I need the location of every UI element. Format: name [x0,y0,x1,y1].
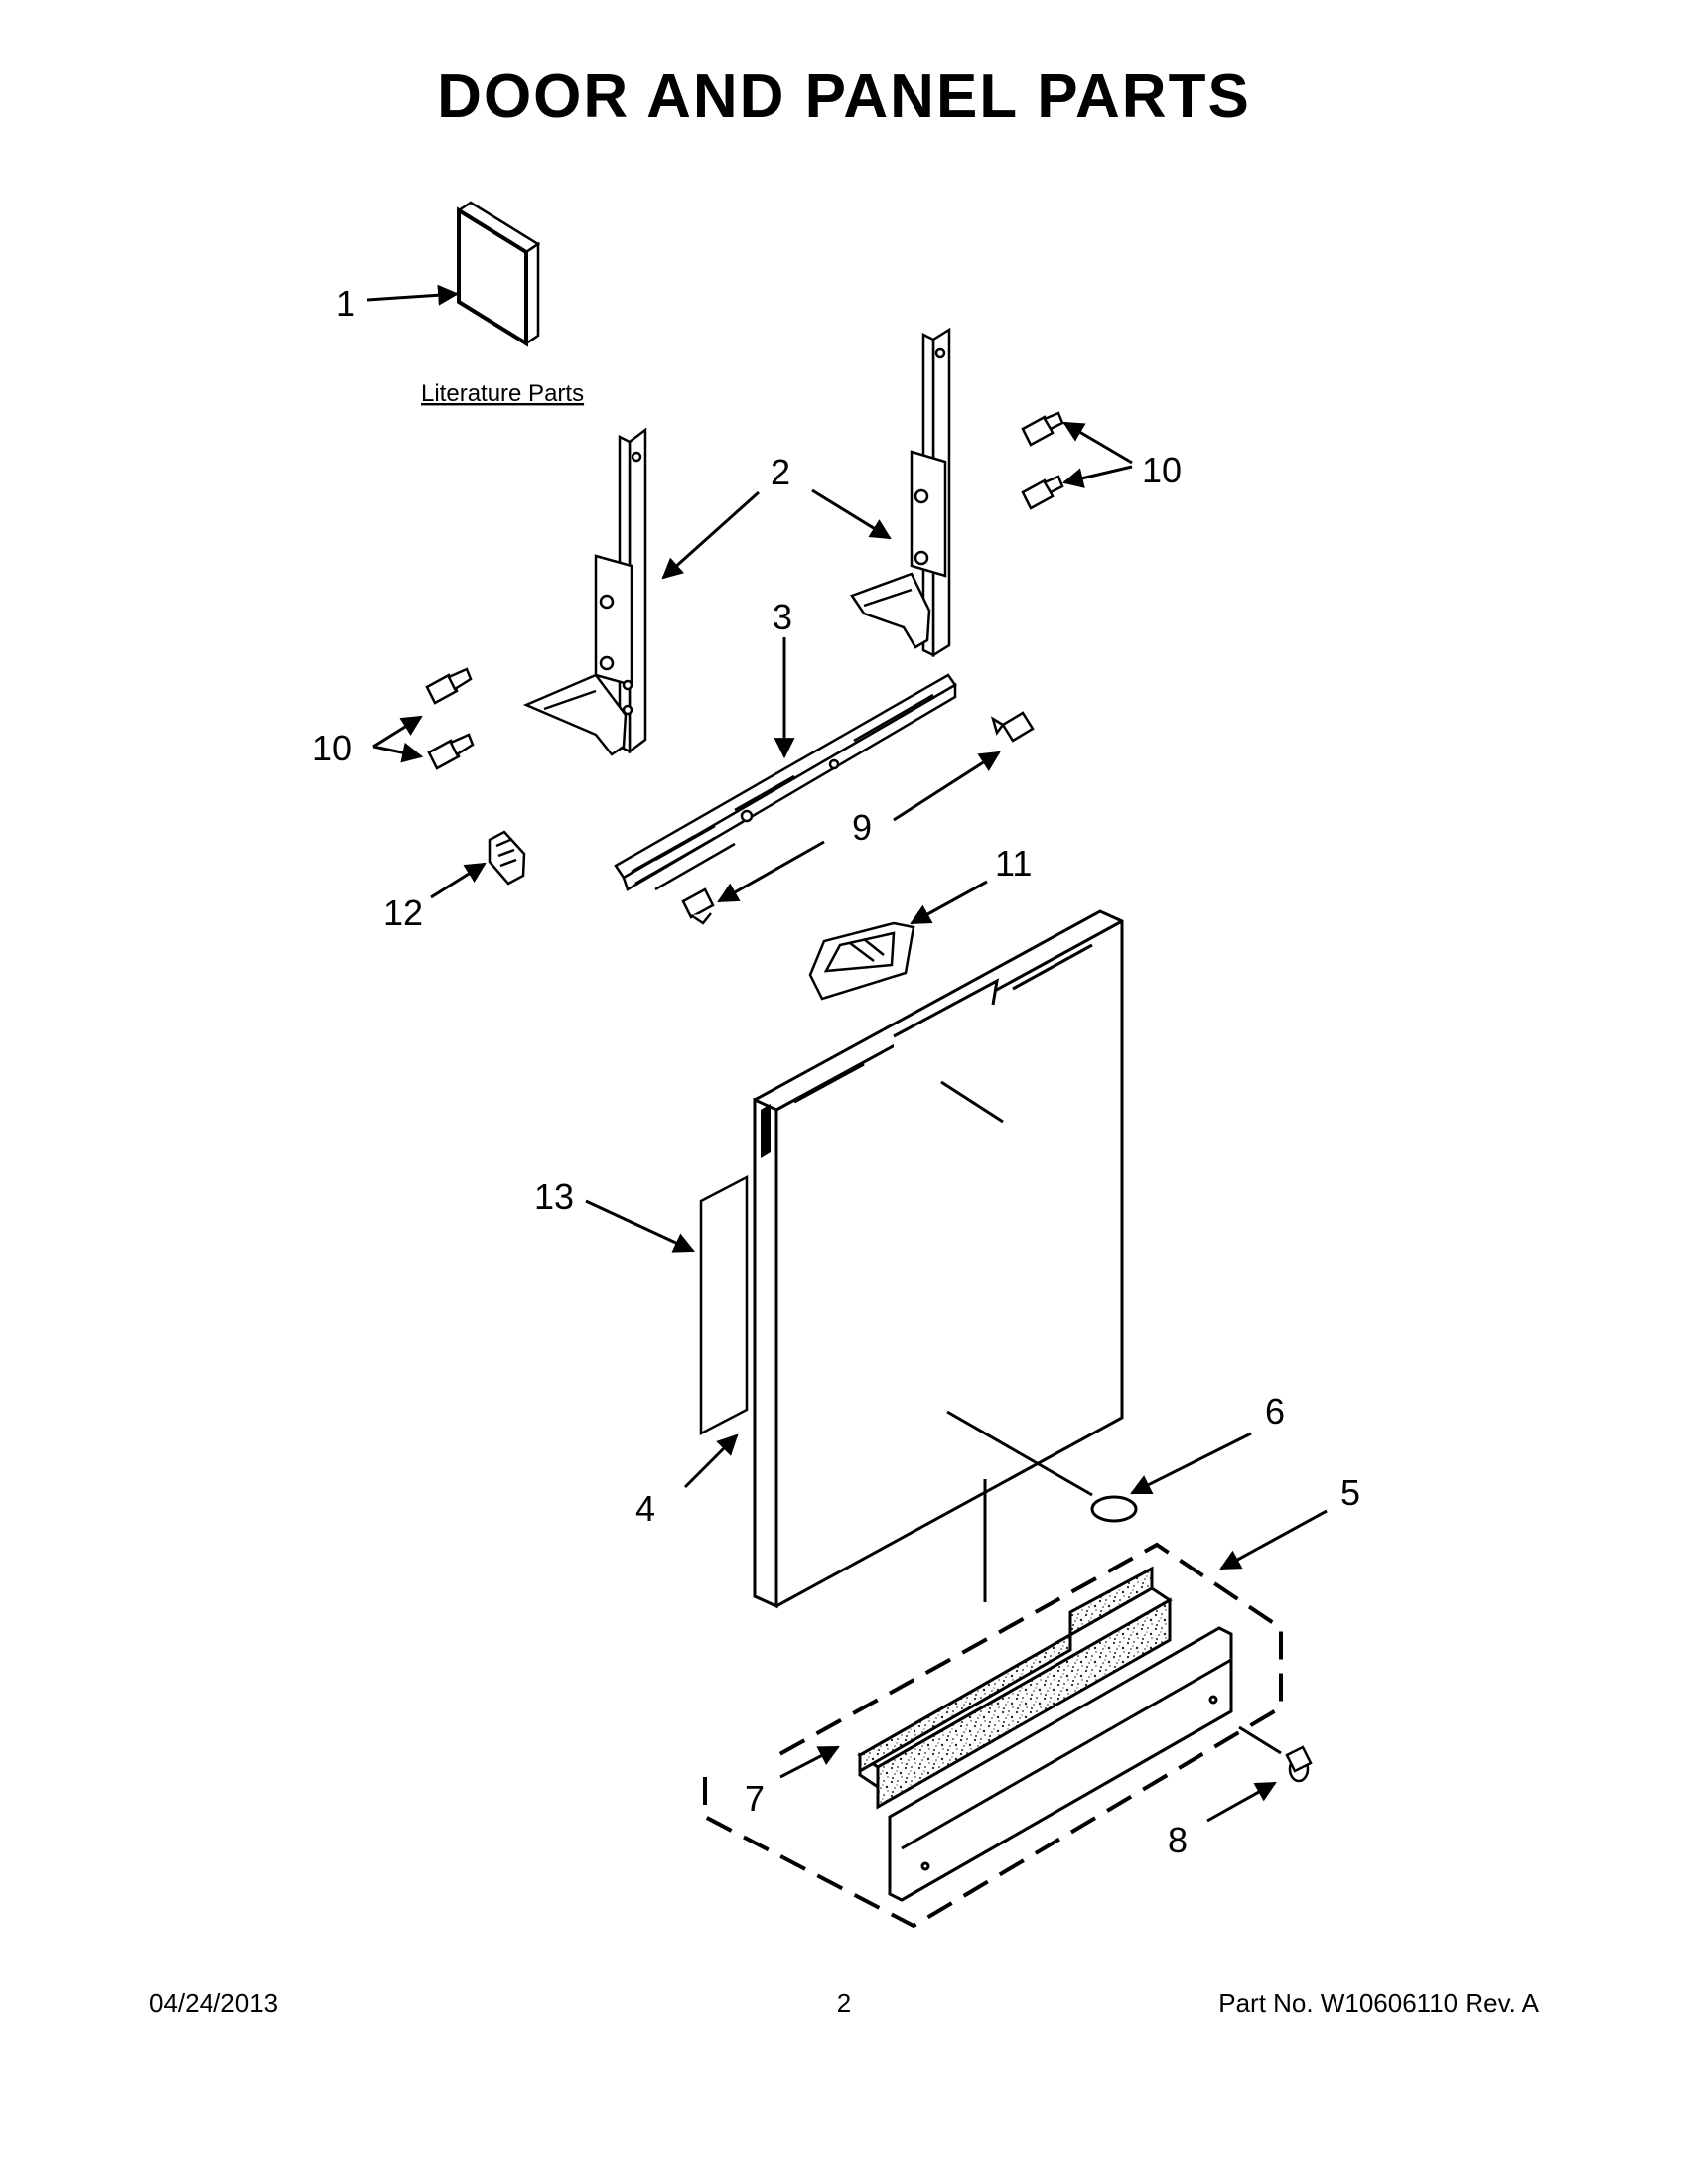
footer-page-number: 2 [836,1988,852,2018]
callout-13: 13 [534,1176,574,1217]
callout-3: 3 [773,597,792,637]
literature-booklet [456,201,541,347]
callout-6: 6 [1265,1391,1285,1432]
screw-right-lower [1021,475,1064,510]
door-plug [1090,1495,1138,1523]
callout-1: 1 [336,283,355,324]
callout-9: 9 [852,807,872,848]
screw-left-lower [427,733,475,770]
screw-right-upper [1021,411,1064,447]
callout-11: 11 [995,843,1032,884]
callout-numbers: 1 2 3 4 5 6 7 8 9 10 10 11 12 13 [312,283,1360,1860]
callout-8: 8 [1168,1820,1188,1860]
left-door-hinge [522,427,647,756]
callout-7: 7 [745,1778,765,1819]
callout-4: 4 [635,1488,655,1529]
toe-kick-plate [888,1626,1233,1902]
door-handle [808,921,915,1001]
channel-screw-right [990,711,1035,743]
footer-date: 04/24/2013 [149,1988,279,2018]
toe-panel-insulation [857,1566,1173,1810]
screw-left-upper [425,667,473,705]
door-clip [488,830,526,886]
door-insulation [699,1174,749,1436]
callout-10-right: 10 [1142,450,1182,490]
kick-plate-assembly-outline [703,1542,1283,1929]
callout-12: 12 [383,892,423,933]
door-top-channel [614,673,957,891]
literature-parts-caption: Literature Parts [421,380,584,407]
outer-door-panel [753,909,1124,1609]
footer-part-number: Part No. W10606110 Rev. A [1218,1988,1539,2018]
channel-screw-left [681,887,715,925]
callout-5: 5 [1340,1472,1360,1513]
page-title: DOOR AND PANEL PARTS [437,63,1251,131]
callout-2: 2 [771,452,790,492]
toe-kick-screw [1285,1745,1313,1783]
right-door-hinge [850,327,951,658]
callout-10-left: 10 [312,728,352,768]
callout-leaders [366,284,1328,1823]
